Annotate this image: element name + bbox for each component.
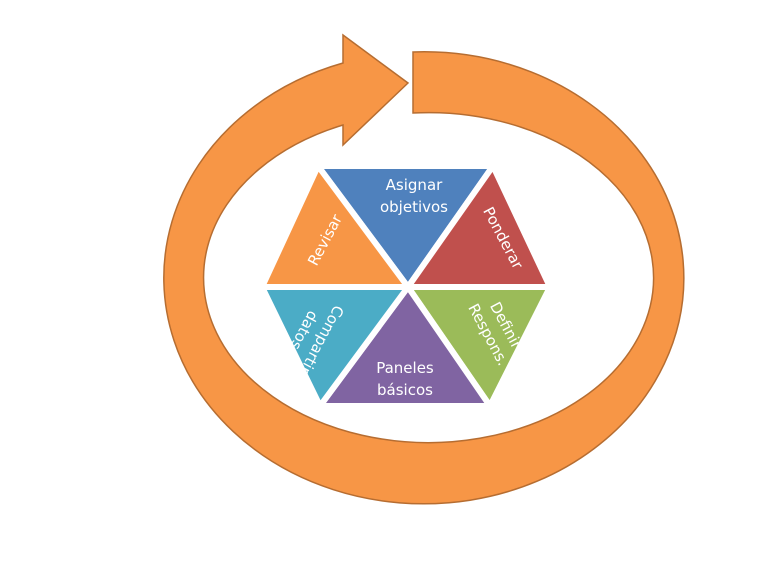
segment-revisar bbox=[259, 163, 411, 290]
cycle-arrow bbox=[163, 33, 685, 505]
